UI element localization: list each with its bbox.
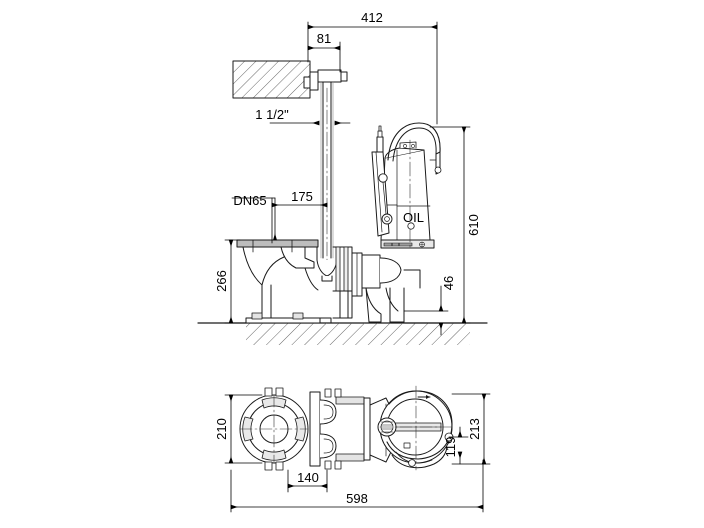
- cable-assembly: [371, 125, 393, 237]
- plan-dn65-flange: [239, 387, 309, 471]
- wall-section: [232, 60, 311, 99]
- dim-140-label: 140: [297, 470, 319, 485]
- dim-119-label: 119: [443, 437, 458, 458]
- guide-claw-bracket: [332, 246, 363, 319]
- pump-volute-side: [361, 254, 421, 323]
- discharge-pipe: [320, 81, 334, 263]
- dim-412-label: 412: [361, 10, 383, 25]
- dim-610-label: 610: [466, 214, 481, 236]
- pipe-wall-bracket: [303, 69, 348, 91]
- auto-coupling-base: [242, 246, 338, 324]
- dim-pipe-thread-label: 1 1/2": [255, 107, 289, 122]
- plan-view: [239, 385, 456, 471]
- plan-pump-volute: [377, 385, 456, 471]
- plan-guide-claw: [309, 388, 371, 470]
- dim-81-label: 81: [317, 31, 331, 46]
- oil-plug-label: OIL: [403, 210, 424, 225]
- dim-266-label: 266: [214, 270, 229, 292]
- dn65-flange: [236, 239, 319, 253]
- dim-46-label: 46: [441, 276, 456, 290]
- motor-housing: OIL: [380, 139, 435, 251]
- lifting-handle: [387, 122, 442, 175]
- dim-175-label: 175: [291, 189, 313, 204]
- dimension-lines: [224, 21, 491, 513]
- dim-210-label: 210: [214, 418, 229, 440]
- dimension-text: 412 81 1 1/2" DN65 175 266 610 46 210 21…: [214, 10, 482, 506]
- ground-section: [197, 322, 488, 345]
- dim-213-label: 213: [467, 418, 482, 440]
- dim-598-label: 598: [346, 491, 368, 506]
- dim-dn65-label: DN65: [233, 193, 266, 208]
